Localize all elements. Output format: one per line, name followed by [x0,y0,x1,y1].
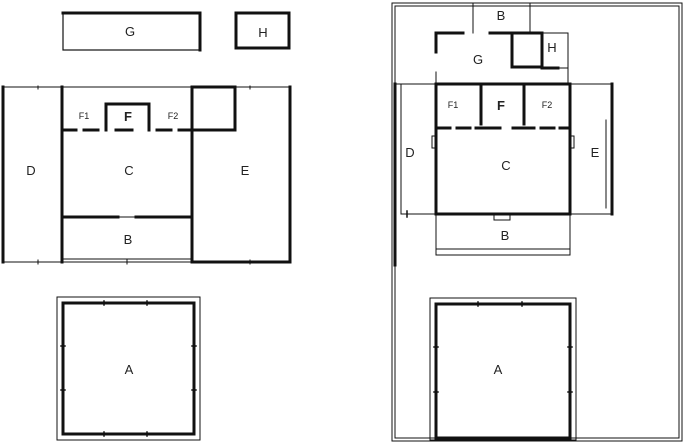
right-room-a [429,297,577,441]
right-outer-enclosure [391,2,683,442]
right-label-f1: F1 [448,100,459,110]
right-room-g [434,31,514,85]
right-room-b-porch [435,213,571,256]
right-room-d [393,82,437,267]
right-label-g: G [473,52,483,67]
right-room-f-band [431,82,575,216]
left-label-c: C [124,163,133,178]
left-label-b: B [124,232,133,247]
left-room-b [61,258,193,265]
left-label-f1: F1 [79,111,90,121]
right-label-c: C [501,158,510,173]
right-room-h [510,31,569,85]
left-plan [1,11,292,441]
right-room-c [434,212,572,221]
left-label-d: D [26,163,35,178]
right-room-e [569,82,614,216]
right-plan [391,2,683,442]
right-label-e: E [591,145,600,160]
left-label-f: F [124,109,132,124]
right-room-b-top [472,3,531,34]
left-label-e: E [241,163,250,178]
left-room-d [1,85,63,265]
right-label-h: H [547,40,556,55]
right-label-f2: F2 [542,100,553,110]
left-label-g: G [125,24,135,39]
left-room-e [190,85,292,265]
left-label-f2: F2 [168,111,179,121]
right-label-b-porch: B [501,228,510,243]
right-label-a: A [494,362,503,377]
right-label-d: D [405,145,414,160]
right-label-b-top: B [497,8,506,23]
left-label-a: A [125,362,134,377]
right-label-f: F [497,98,505,113]
left-room-a [56,296,201,441]
left-label-h: H [258,25,267,40]
left-room-h [234,11,291,50]
